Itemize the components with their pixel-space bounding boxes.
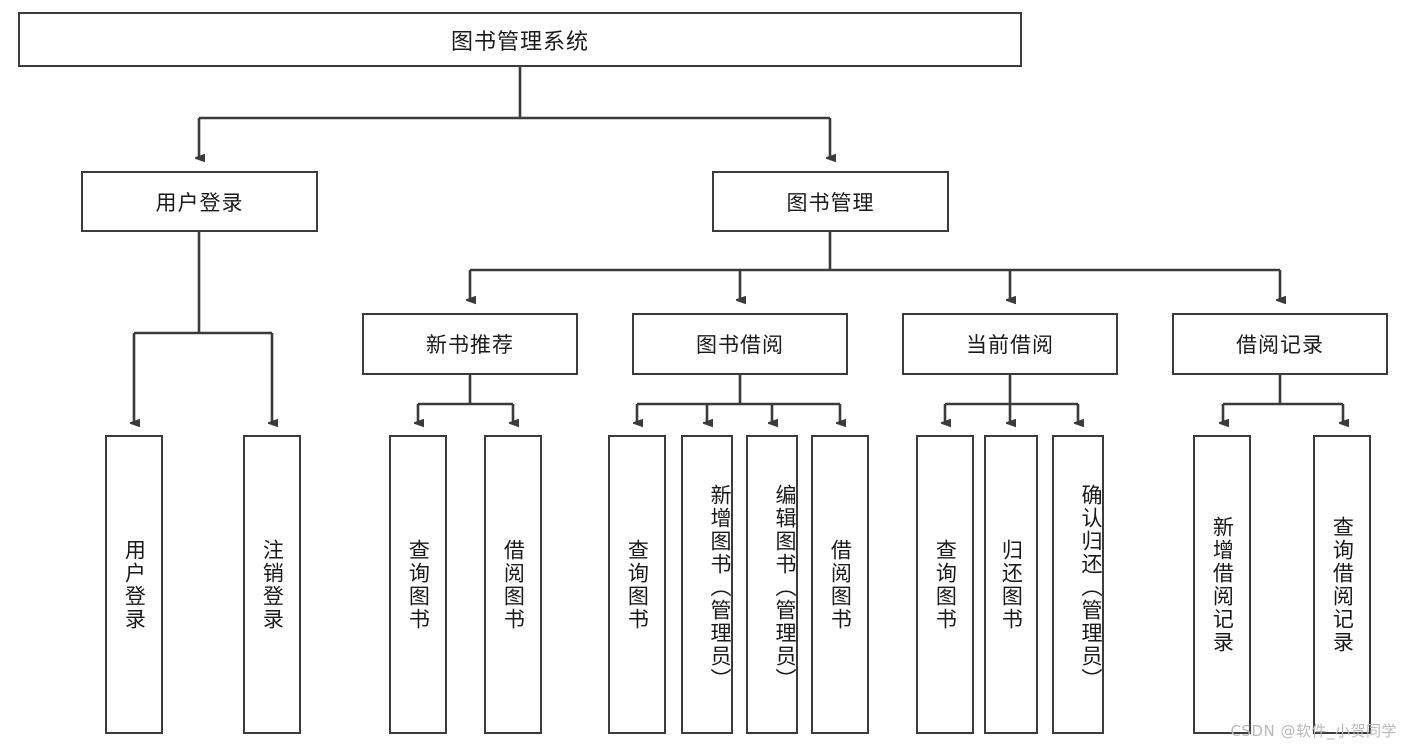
node-borrow-record-label: 借阅记录 [1236, 333, 1324, 357]
leaf-borrow-edit-book-label: 编辑图书（管理员） [773, 484, 797, 691]
leaf-current-query-book[interactable]: 查询图书 [916, 435, 974, 734]
leaf-newbook-borrow-book[interactable]: 借阅图书 [484, 435, 542, 734]
leaf-borrow-edit-book[interactable]: 编辑图书（管理员） [746, 435, 798, 734]
leaf-record-query-record-label: 查询借阅记录 [1330, 515, 1355, 654]
leaf-borrow-borrow-book[interactable]: 借阅图书 [811, 435, 869, 734]
leaf-record-query-record[interactable]: 查询借阅记录 [1313, 435, 1371, 734]
node-new-book-recommend-label: 新书推荐 [426, 333, 514, 357]
node-current-borrow-label: 当前借阅 [966, 333, 1054, 357]
node-root-label: 图书管理系统 [450, 29, 589, 55]
leaf-borrow-add-book-label: 新增图书（管理员） [708, 484, 732, 691]
leaf-current-return-book-label: 归还图书 [999, 538, 1024, 631]
leaf-newbook-query-book-label: 查询图书 [406, 538, 431, 631]
node-user-login[interactable]: 用户登录 [81, 171, 318, 232]
leaf-current-confirm-return-label: 确认归还（管理员） [1079, 484, 1103, 691]
leaf-newbook-query-book[interactable]: 查询图书 [389, 435, 447, 734]
leaf-user-logout[interactable]: 注销登录 [243, 435, 301, 734]
leaf-record-add-record[interactable]: 新增借阅记录 [1193, 435, 1251, 734]
leaf-borrow-query-book-label: 查询图书 [625, 538, 650, 631]
leaf-user-login-label: 用户登录 [122, 538, 147, 631]
watermark: CSDN @软件_小贺同学 [1230, 722, 1397, 740]
node-current-borrow[interactable]: 当前借阅 [902, 313, 1118, 375]
leaf-current-return-book[interactable]: 归还图书 [984, 435, 1038, 734]
node-book-management[interactable]: 图书管理 [712, 171, 949, 232]
leaf-user-login[interactable]: 用户登录 [105, 435, 163, 734]
node-book-borrow[interactable]: 图书借阅 [632, 313, 848, 375]
node-new-book-recommend[interactable]: 新书推荐 [362, 313, 578, 375]
leaf-borrow-query-book[interactable]: 查询图书 [608, 435, 666, 734]
node-borrow-record[interactable]: 借阅记录 [1172, 313, 1388, 375]
node-book-management-label: 图书管理 [786, 190, 875, 215]
leaf-current-query-book-label: 查询图书 [933, 538, 958, 631]
node-root[interactable]: 图书管理系统 [18, 12, 1022, 67]
leaf-borrow-add-book[interactable]: 新增图书（管理员） [681, 435, 733, 734]
leaf-borrow-borrow-book-label: 借阅图书 [828, 538, 853, 631]
leaf-record-add-record-label: 新增借阅记录 [1210, 515, 1235, 654]
leaf-user-logout-label: 注销登录 [260, 538, 285, 631]
node-book-borrow-label: 图书借阅 [696, 333, 784, 357]
leaf-newbook-borrow-book-label: 借阅图书 [501, 538, 526, 631]
leaf-current-confirm-return[interactable]: 确认归还（管理员） [1052, 435, 1104, 734]
node-user-login-label: 用户登录 [155, 190, 244, 215]
